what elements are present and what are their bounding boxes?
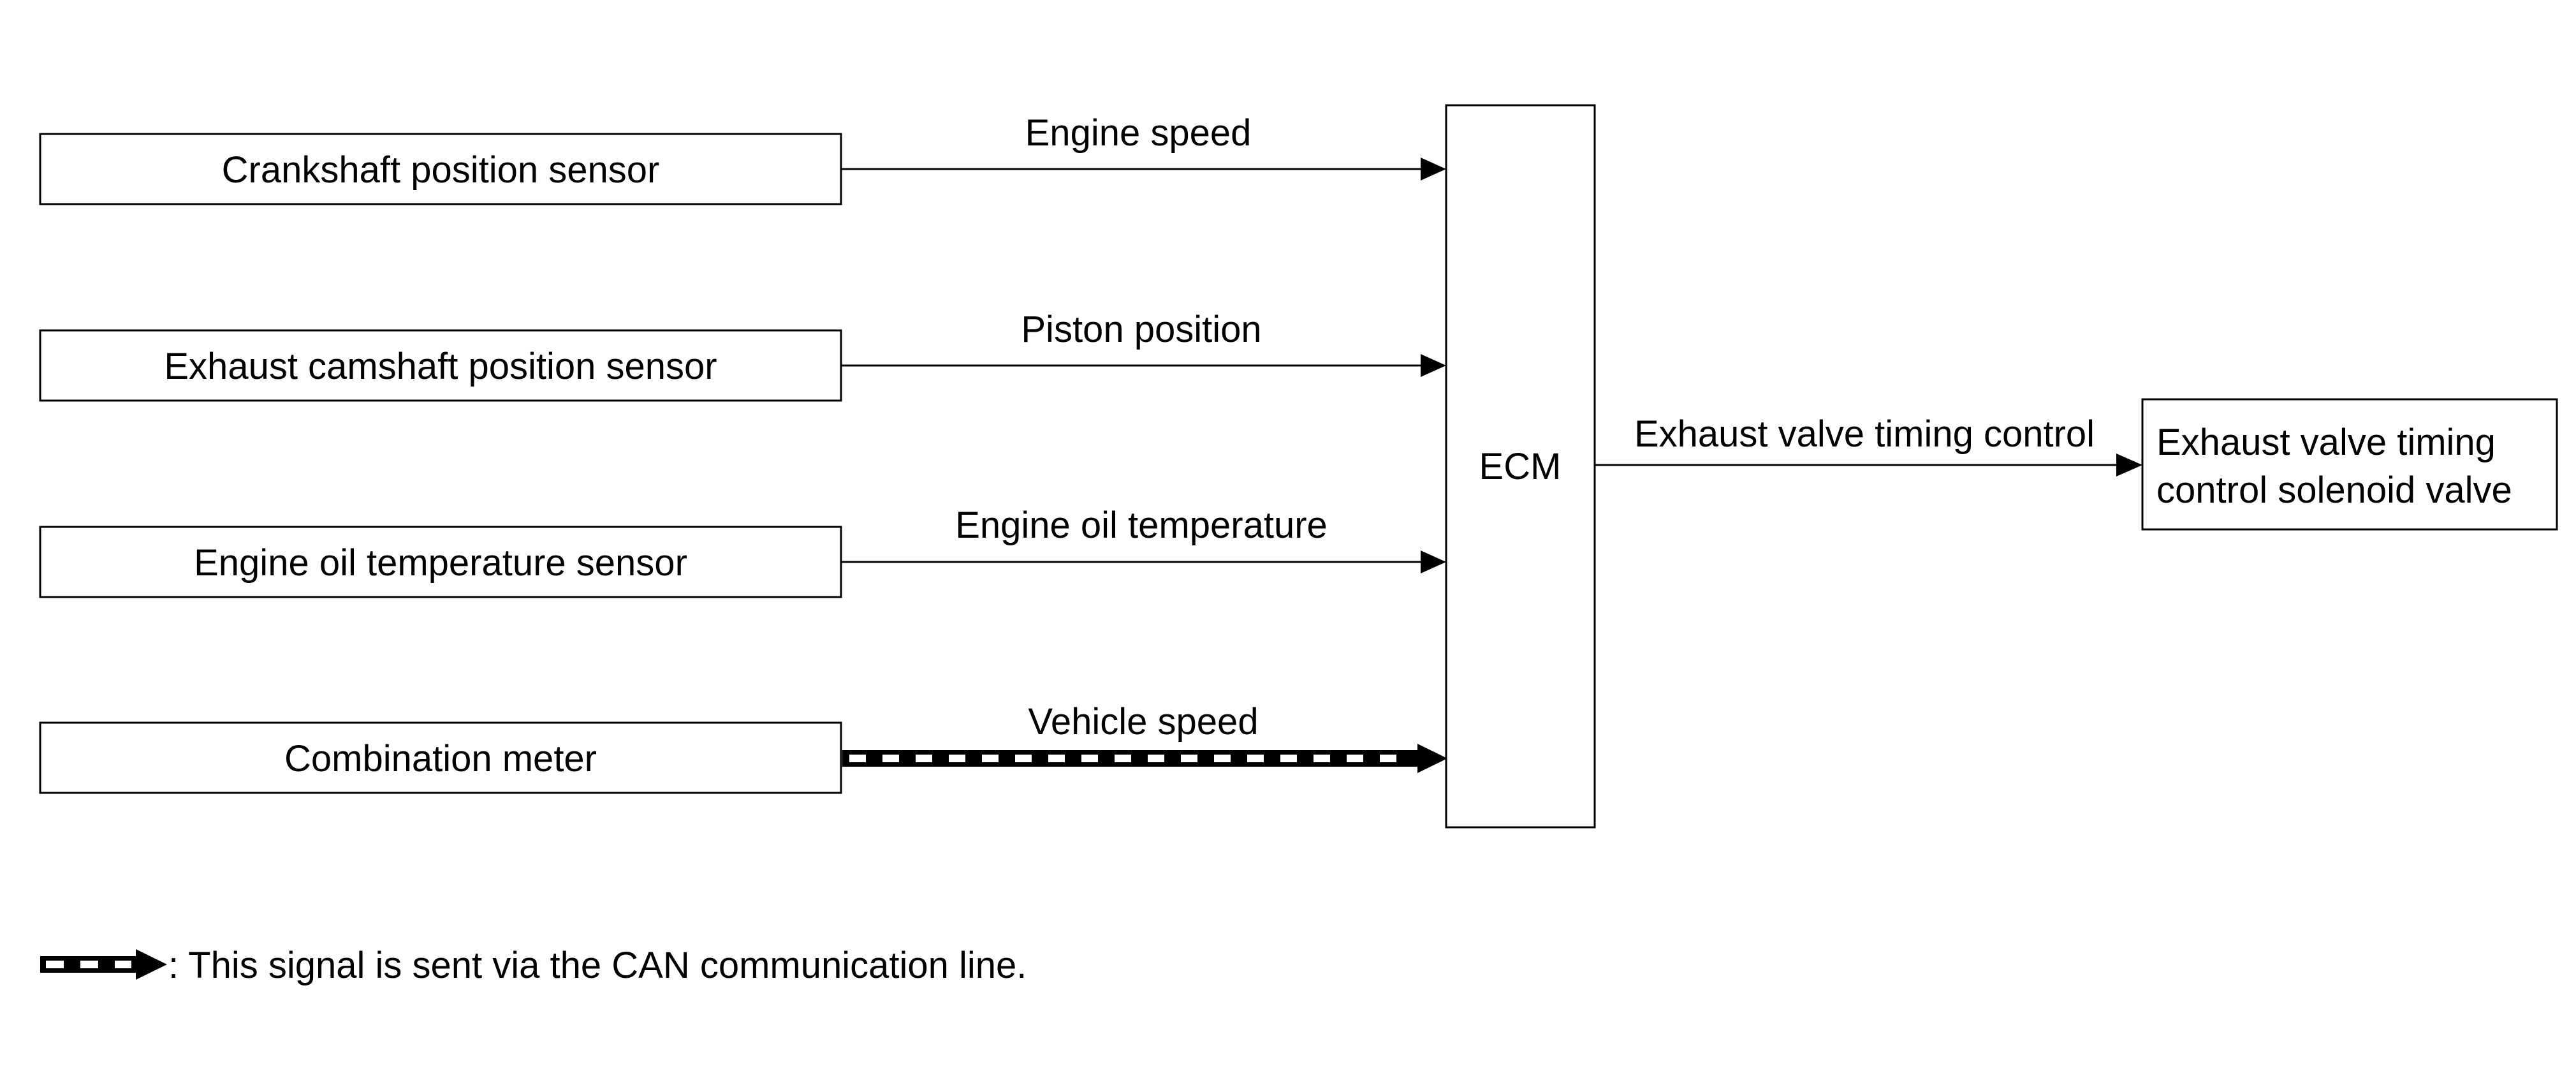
vehicle-speed-arrowhead <box>1417 744 1447 773</box>
output: Exhaust valve timing control Exhaust val… <box>1595 398 2558 531</box>
engine-oil-temperature-arrowhead <box>1421 550 1446 573</box>
input-exhaust-camshaft: Exhaust camshaft position sensor Piston … <box>39 309 1446 402</box>
ecm: ECM <box>1445 104 1596 829</box>
combination-meter-label: Combination meter <box>284 738 597 779</box>
engine-speed-arrowhead <box>1421 158 1446 181</box>
piston-position-arrowhead <box>1421 354 1446 377</box>
exhaust-valve-timing-control-arrowhead <box>2116 454 2142 476</box>
legend-text: : This signal is sent via the CAN commun… <box>168 945 1027 986</box>
ecm-label: ECM <box>1479 446 1562 487</box>
crankshaft-sensor-box <box>39 133 842 205</box>
ecm-box <box>1445 104 1596 829</box>
input-engine-oil-temperature: Engine oil temperature sensor Engine oil… <box>39 505 1446 598</box>
piston-position-label: Piston position <box>1021 309 1261 350</box>
vehicle-speed-label: Vehicle speed <box>1028 701 1258 742</box>
engine-oil-temperature-label: Engine oil temperature <box>955 505 1328 546</box>
legend-arrowhead <box>136 949 167 980</box>
solenoid-valve-box <box>2141 398 2558 531</box>
legend: : This signal is sent via the CAN commun… <box>40 945 1027 986</box>
exhaust-camshaft-sensor-label: Exhaust camshaft position sensor <box>164 346 717 387</box>
solenoid-valve-label-line2: control solenoid valve <box>2156 469 2512 511</box>
combination-meter-box <box>39 721 842 794</box>
exhaust-camshaft-sensor-box <box>39 329 842 402</box>
engine-oil-temperature-sensor-label: Engine oil temperature sensor <box>194 542 687 584</box>
solenoid-valve-label-line1: Exhaust valve timing <box>2156 422 2496 463</box>
engine-speed-label: Engine speed <box>1025 112 1252 154</box>
exhaust-valve-timing-control-label: Exhaust valve timing control <box>1634 413 2095 455</box>
input-combination-meter: Combination meter Vehicle speed <box>39 701 1447 794</box>
input-crankshaft: Crankshaft position sensor Engine speed <box>39 112 1446 205</box>
engine-oil-temperature-sensor-box <box>39 526 842 598</box>
crankshaft-sensor-label: Crankshaft position sensor <box>222 149 660 191</box>
